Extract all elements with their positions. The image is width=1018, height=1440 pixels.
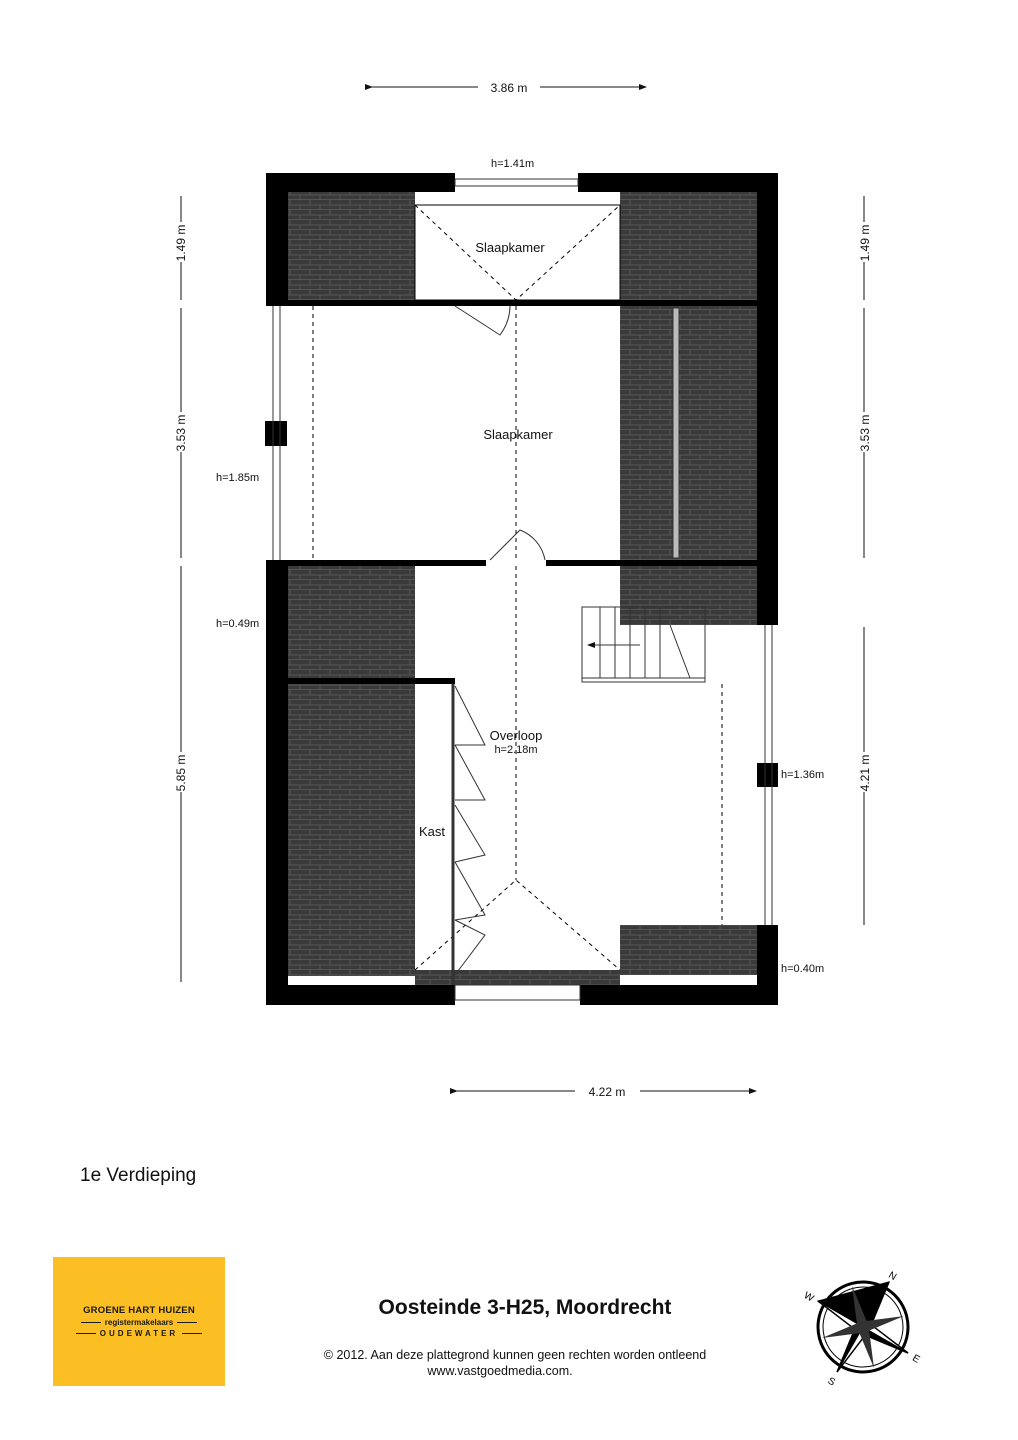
copyright-text: © 2012. Aan deze plattegrond kunnen geen… (323, 1348, 707, 1362)
windows (272, 178, 773, 1001)
logo-name: GROENE HART HUIZEN (83, 1305, 195, 1316)
compass-icon: N E S W (802, 1270, 922, 1389)
logo-subtitle: registermakelaars (104, 1318, 174, 1327)
dim-left-top: 1.49 m (174, 225, 188, 262)
height-top-window: h=1.41m (491, 158, 534, 170)
dim-right-bottom: 4.21 m (858, 755, 872, 792)
room-label-overloop: Overloop (490, 728, 543, 743)
walls (265, 173, 778, 1005)
dim-left-middle: 3.53 m (174, 415, 188, 452)
dim-right-middle: 3.53 m (858, 415, 872, 452)
height-right-lower: h=0.40m (781, 963, 824, 975)
room-label-slaapkamer-large: Slaapkamer (483, 427, 553, 442)
height-left-lower: h=0.49m (216, 618, 259, 630)
small-room-outline (414, 204, 621, 301)
logo-city: OUDEWATER (99, 1329, 179, 1338)
compass-w: W (802, 1290, 816, 1305)
compass-e: E (910, 1353, 922, 1366)
website-link[interactable]: www.vastgoedmedia.com. (427, 1364, 573, 1378)
staircase (581, 606, 706, 683)
dim-top: 3.86 m (491, 81, 528, 95)
compass-s: S (826, 1376, 838, 1389)
room-height-overloop: h=2.18m (494, 744, 537, 756)
dim-left-bottom: 5.85 m (174, 755, 188, 792)
height-right-window: h=1.36m (781, 769, 824, 781)
compass-n: N (886, 1270, 898, 1283)
room-label-kast: Kast (419, 824, 445, 839)
dim-bottom: 4.22 m (589, 1085, 626, 1099)
roof-tiles (288, 192, 757, 985)
property-title: Oosteinde 3-H25, Moordrecht (378, 1296, 672, 1319)
room-label-slaapkamer-small: Slaapkamer (475, 240, 545, 255)
doors[interactable] (451, 305, 546, 985)
height-left-upper: h=1.85m (216, 472, 259, 484)
floor-label: 1e Verdieping (80, 1165, 197, 1186)
company-logo: GROENE HART HUIZEN registermakelaars OUD… (53, 1257, 225, 1386)
dim-right-top: 1.49 m (858, 225, 872, 262)
